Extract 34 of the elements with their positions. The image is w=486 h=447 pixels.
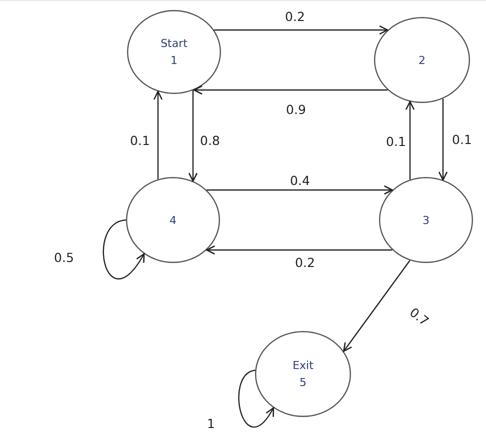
- edge-label: 0.7: [406, 304, 432, 330]
- state-circle: [127, 10, 221, 94]
- edge-label: 1: [206, 417, 216, 431]
- state-circle: [379, 177, 473, 263]
- state-label: 2: [418, 52, 426, 68]
- arrow: [188, 90, 198, 182]
- state-label: 1: [170, 53, 178, 69]
- state-label: Exit: [292, 358, 314, 374]
- state-label: 5: [300, 375, 306, 391]
- arrow: [193, 85, 388, 95]
- self-loop-arrow: [238, 370, 274, 428]
- state-label: Start: [160, 36, 188, 52]
- self-loop-arrow: [102, 219, 145, 280]
- state-circle: [374, 17, 470, 103]
- edge-label: 0.1: [385, 135, 407, 149]
- arrow: [153, 90, 163, 180]
- edge-label: 0.2: [294, 256, 316, 270]
- arrow: [438, 98, 448, 181]
- state-label: 3: [422, 212, 430, 228]
- edge-label: 0.2: [284, 10, 306, 24]
- arrow: [206, 245, 392, 255]
- arrow: [343, 260, 410, 352]
- edge-label: 0.1: [129, 134, 151, 148]
- edge-label: 0.5: [53, 251, 75, 265]
- state-circle: [255, 331, 351, 417]
- arrow: [206, 185, 393, 195]
- edge-label: 0.1: [451, 133, 473, 147]
- state-circle: [126, 177, 220, 263]
- arrow: [405, 100, 415, 180]
- edge-label: 0.8: [199, 134, 221, 148]
- edge-label: 0.4: [289, 174, 311, 188]
- edge-label: 0.9: [285, 103, 307, 117]
- arrow: [214, 25, 388, 35]
- state-label: 4: [170, 212, 176, 228]
